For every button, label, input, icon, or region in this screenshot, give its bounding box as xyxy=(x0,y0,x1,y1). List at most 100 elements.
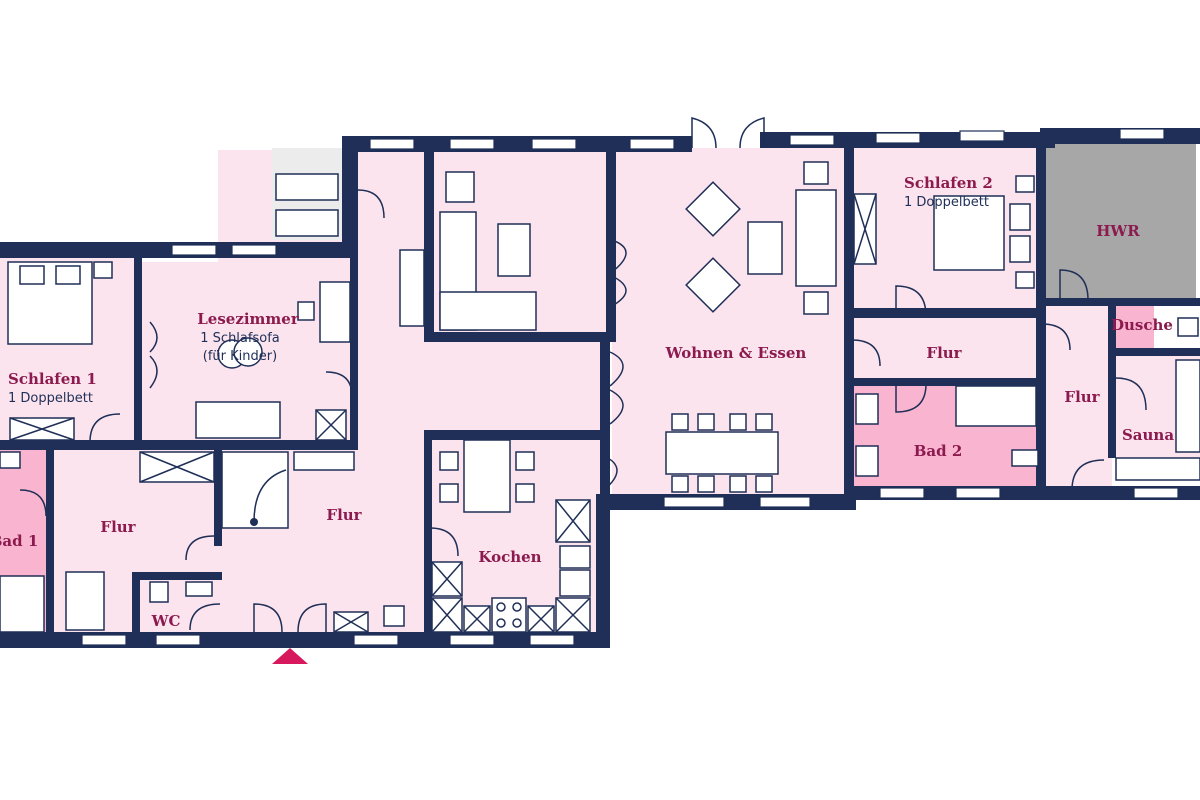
wall-row-divider xyxy=(0,440,358,450)
door-swing xyxy=(851,339,881,367)
label-schlafen-2-beds: 1 Doppelbett xyxy=(904,195,989,210)
wall-living-east xyxy=(844,146,854,494)
wall-north-room-west xyxy=(424,150,434,338)
burner-icon xyxy=(512,618,522,628)
furniture xyxy=(0,161,1200,633)
wall-entry-court-top xyxy=(342,136,358,258)
label-sauna: Sauna xyxy=(1122,426,1174,444)
corner-sofa-icon xyxy=(439,291,537,331)
door-swing xyxy=(1115,377,1147,411)
wall-sauna-west xyxy=(1108,356,1116,458)
label-flur-east: Flur xyxy=(1064,388,1100,406)
toilet-icon xyxy=(149,581,169,603)
window xyxy=(1119,128,1165,140)
counter-cross xyxy=(431,561,463,597)
door-swing xyxy=(603,455,618,491)
room-hwr-fill xyxy=(1044,144,1196,302)
window xyxy=(759,496,811,508)
burner-icon xyxy=(496,602,506,612)
window xyxy=(81,634,127,646)
windows xyxy=(81,128,1179,646)
door-swing xyxy=(325,371,353,397)
dining-table-icon xyxy=(463,439,511,513)
door-swing xyxy=(691,117,765,149)
door-swing xyxy=(185,535,215,561)
sink-icon xyxy=(855,393,879,425)
wall-schlafen2-south xyxy=(848,308,1044,318)
window xyxy=(789,134,835,146)
sink-icon xyxy=(0,451,21,469)
chair-icon xyxy=(515,483,535,503)
chair-icon xyxy=(755,413,773,431)
desk-icon xyxy=(319,281,351,343)
sink-icon xyxy=(559,545,591,569)
room-labels: Schlafen 1 1 Doppelbett Lesezimmer 1 Sch… xyxy=(0,174,1174,630)
sauna-bench-icon xyxy=(1115,457,1200,481)
sink-icon xyxy=(185,581,213,597)
bed-icon xyxy=(275,173,339,201)
label-dusche: Dusche xyxy=(1111,316,1173,334)
label-flur-main: Flur xyxy=(326,506,362,524)
wall-bad1-east xyxy=(46,446,54,636)
wardrobe-cross xyxy=(139,451,215,483)
chair-icon xyxy=(755,475,773,493)
stair-dot xyxy=(250,518,258,526)
armchair-icon xyxy=(445,171,475,203)
label-wohnen-essen: Wohnen & Essen xyxy=(665,344,807,362)
wall-north-room-south xyxy=(424,332,610,342)
nightstand-icon xyxy=(1015,175,1035,193)
label-bad-2: Bad 2 xyxy=(914,442,963,460)
door-swing xyxy=(429,527,459,557)
bench-icon xyxy=(65,571,105,631)
oven-icon xyxy=(559,569,591,597)
door-swing xyxy=(253,603,327,633)
wall-south-living xyxy=(596,494,856,510)
label-kochen: Kochen xyxy=(478,548,541,566)
side-table-icon xyxy=(803,161,829,185)
stairs-icon xyxy=(221,451,289,529)
round-table-icon xyxy=(233,337,263,367)
cabinet-icon xyxy=(399,249,425,327)
pillow-icon xyxy=(19,265,45,285)
label-lesezimmer: Lesezimmer xyxy=(197,310,300,328)
armchair-icon xyxy=(685,181,741,237)
label-wc: WC xyxy=(151,612,181,630)
wall-west-flur-east xyxy=(214,446,222,546)
wall-dusche-south xyxy=(1108,348,1200,356)
label-hwr: HWR xyxy=(1096,222,1140,240)
window xyxy=(449,634,495,646)
window xyxy=(875,132,921,144)
door-swing xyxy=(19,489,47,517)
coffee-table-icon xyxy=(747,221,783,275)
label-schlafen-2: Schlafen 2 xyxy=(904,174,993,192)
bathtub-icon xyxy=(955,385,1037,427)
wall-kitchen-west xyxy=(424,430,432,640)
wall-south-kitchen-side xyxy=(596,496,610,648)
wardrobe-cross xyxy=(853,193,877,265)
wall-hwr-west xyxy=(1036,140,1046,496)
stove-icon xyxy=(491,597,527,633)
window xyxy=(353,634,399,646)
fridge-cross xyxy=(555,499,591,543)
room-dusche-fill xyxy=(1114,306,1154,350)
window xyxy=(449,138,495,150)
pillow-icon xyxy=(55,265,81,285)
window xyxy=(663,496,725,508)
chair-icon xyxy=(729,475,747,493)
window xyxy=(955,487,1001,499)
wall-hwr-south xyxy=(1040,298,1200,306)
wall-dusche-west xyxy=(1108,302,1116,356)
wall-wc-north xyxy=(132,572,222,580)
door-swing xyxy=(1059,269,1089,301)
wall-south-east xyxy=(848,486,1200,500)
label-lesezimmer-beds: 1 Schlafsofa xyxy=(200,331,279,346)
door-swing xyxy=(149,321,158,389)
door-swing xyxy=(1071,459,1105,491)
chair-icon xyxy=(439,483,459,503)
window xyxy=(629,138,675,150)
side-table-icon xyxy=(803,291,829,315)
door-swing xyxy=(611,239,627,307)
nightstand-icon xyxy=(1015,271,1035,289)
chair-icon xyxy=(671,413,689,431)
